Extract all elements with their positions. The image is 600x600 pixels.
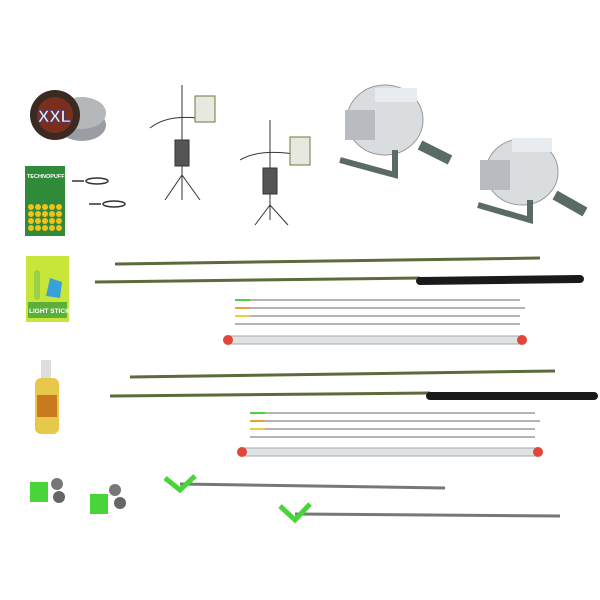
bite-alarm-bells bbox=[30, 478, 126, 514]
rod-rests bbox=[163, 474, 561, 524]
attractant-bottle bbox=[35, 360, 59, 434]
feeder-rod-set bbox=[109, 369, 598, 457]
bait-pack: TECHNOPUFF bbox=[25, 166, 65, 236]
spool-logo: XXL bbox=[38, 107, 71, 126]
hook-packets bbox=[194, 95, 311, 166]
light-stick-logo: LIGHT STICK bbox=[29, 308, 70, 315]
feeder-rod-set bbox=[94, 256, 584, 345]
spinning-reel bbox=[339, 84, 453, 179]
snap-swivels bbox=[72, 177, 126, 208]
bait-pack-logo: TECHNOPUFF bbox=[27, 174, 65, 180]
feeder-rigs bbox=[149, 85, 301, 226]
fishing-line-spool: XXL bbox=[30, 90, 106, 141]
spinning-reel bbox=[477, 138, 588, 224]
light-stick-pack: LIGHT STICK bbox=[26, 256, 70, 322]
